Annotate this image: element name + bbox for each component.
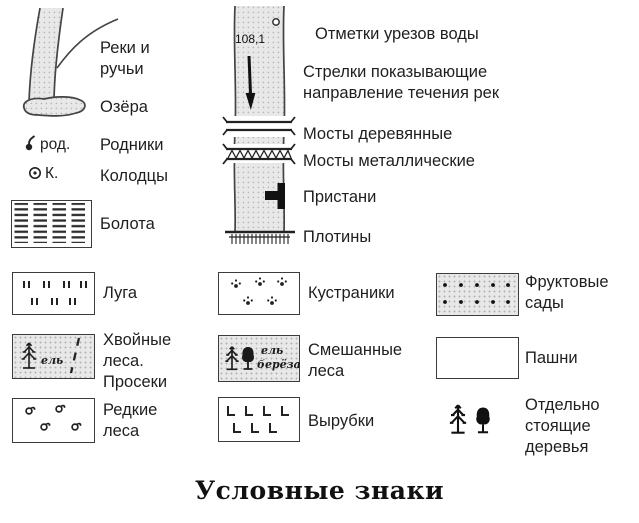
spring-icon — [25, 135, 36, 151]
flow-arrow-icon — [245, 55, 256, 110]
wooden-bridge-icon — [222, 116, 296, 137]
pier-icon — [265, 183, 285, 209]
flow-arrows-label: Стрелки показывающие направление течения… — [303, 63, 500, 102]
spring-caption: род. — [40, 136, 71, 153]
arable-label: Пашни — [525, 349, 578, 367]
orchards-label: Фруктовые сады — [525, 273, 609, 312]
well-icon — [29, 167, 41, 179]
deciduous-tree-icon — [241, 347, 255, 370]
arable-box — [436, 337, 519, 379]
shrub-box — [218, 272, 300, 315]
meadows-label: Луга — [103, 284, 138, 302]
dams-label: Плотины — [303, 228, 372, 246]
lone-trees-label: Отдельно стоящие деревья — [525, 396, 600, 456]
sparse-forest-box — [12, 398, 95, 443]
swamps-label: Болота — [100, 215, 155, 233]
meadow-box — [12, 272, 95, 315]
swamp-box — [11, 200, 92, 248]
shrubs-label: Кустраники — [308, 284, 395, 302]
water-marks-label: Отметки урезов воды — [315, 25, 479, 43]
mixed-label: Смешанные леса — [308, 341, 403, 380]
orchard-dots — [443, 283, 510, 304]
lake-icon — [22, 96, 86, 117]
dam-icon — [225, 230, 295, 244]
wooden-bridges-label: Мосты деревянные — [303, 125, 453, 143]
mixed-species-2-text: берёза — [257, 358, 301, 371]
fir-tree-icon — [21, 342, 37, 369]
metal-bridge-icon — [222, 143, 296, 165]
rivers-label: Реки и ручьи — [100, 39, 150, 78]
well-caption: К. — [45, 165, 59, 182]
conifer-box: ель — [12, 334, 95, 379]
felled-label: Вырубки — [308, 412, 375, 430]
mixed-species-1-text: ель — [261, 344, 284, 357]
water-edge-point-icon — [272, 18, 280, 26]
conifer-species-text: ель — [41, 354, 64, 367]
swamp-pattern — [14, 203, 87, 243]
water-edge-mark: 108,1 — [235, 32, 265, 46]
felled-box — [218, 397, 300, 442]
orchard-box — [436, 273, 519, 316]
conifer-label: Хвойные леса. Просеки — [103, 331, 172, 391]
river-stream-icon — [28, 7, 119, 105]
forest-ride-dashed-line — [69, 337, 81, 374]
shrub-glyphs — [231, 277, 287, 305]
sparse-label: Редкие леса — [103, 401, 158, 440]
fir-tree-icon — [225, 346, 239, 371]
metal-bridges-label: Мосты металлические — [303, 152, 475, 170]
wells-label: Колодцы — [100, 167, 168, 185]
fir-tree-icon — [449, 404, 467, 434]
river-column-icon: 108,1 — [222, 5, 296, 244]
piers-label: Пристани — [303, 188, 377, 206]
lakes-label: Озёра — [100, 98, 148, 116]
page-title: Условные знаки — [194, 476, 445, 505]
deciduous-tree-icon — [476, 407, 490, 434]
mixed-forest-box: ель берёза — [218, 335, 301, 382]
sparse-tree-glyphs — [25, 404, 82, 431]
springs-label: Родники — [100, 136, 164, 154]
